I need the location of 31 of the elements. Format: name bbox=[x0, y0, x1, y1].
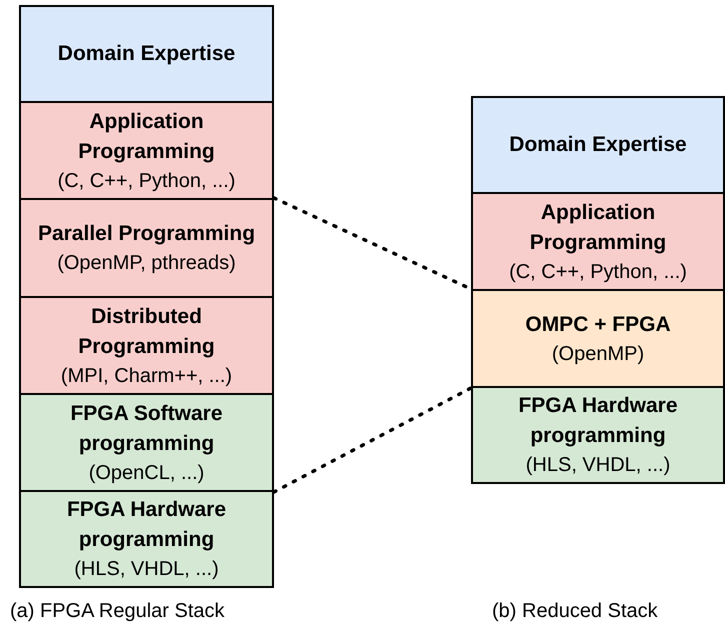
figure-caption: (a) FPGA Regular Stack bbox=[10, 600, 225, 623]
layer-examples: (OpenMP) bbox=[552, 342, 644, 366]
stack-layer-box bbox=[19, 296, 274, 395]
figure-caption: (b) Reduced Stack bbox=[492, 600, 658, 623]
layer-title: Application Programming bbox=[77, 108, 216, 164]
layer-title: Distributed Programming bbox=[77, 304, 216, 360]
layer-examples: (OpenCL, ...) bbox=[88, 460, 204, 486]
stack-layer-box bbox=[471, 96, 725, 194]
layer-examples: (OpenMP, pthreads) bbox=[57, 251, 236, 276]
layer-examples: (HLS, VHDL, ...) bbox=[526, 453, 670, 478]
stack-layer-box bbox=[19, 393, 274, 492]
dotted-connector bbox=[272, 386, 473, 494]
layer-title: FPGA Software programming bbox=[69, 400, 224, 456]
layer-title: Domain Expertise bbox=[58, 41, 236, 67]
stack-layer-box bbox=[19, 101, 274, 200]
layer-examples: (C, C++, Python, ...) bbox=[58, 168, 236, 194]
layer-examples: (C, C++, Python, ...) bbox=[509, 260, 687, 284]
stack-layer-box bbox=[19, 490, 274, 588]
layer-title: Parallel Programming bbox=[38, 221, 256, 247]
stack-layer-box bbox=[471, 289, 725, 388]
layer-examples: (HLS, VHDL, ...) bbox=[74, 557, 219, 582]
layer-title: FPGA Hardware programming bbox=[517, 393, 679, 449]
stack-layer-box bbox=[19, 5, 274, 103]
layer-title: OMPC + FPGA bbox=[525, 312, 671, 338]
layer-title: Application Programming bbox=[528, 200, 668, 256]
layer-title: FPGA Hardware programming bbox=[66, 497, 228, 553]
stack-layer-box bbox=[19, 198, 274, 298]
layer-title: Domain Expertise bbox=[509, 132, 687, 158]
layer-examples: (MPI, Charm++, ...) bbox=[60, 364, 232, 388]
stack-layer-box bbox=[471, 386, 725, 484]
stack-layer-box bbox=[471, 192, 725, 291]
